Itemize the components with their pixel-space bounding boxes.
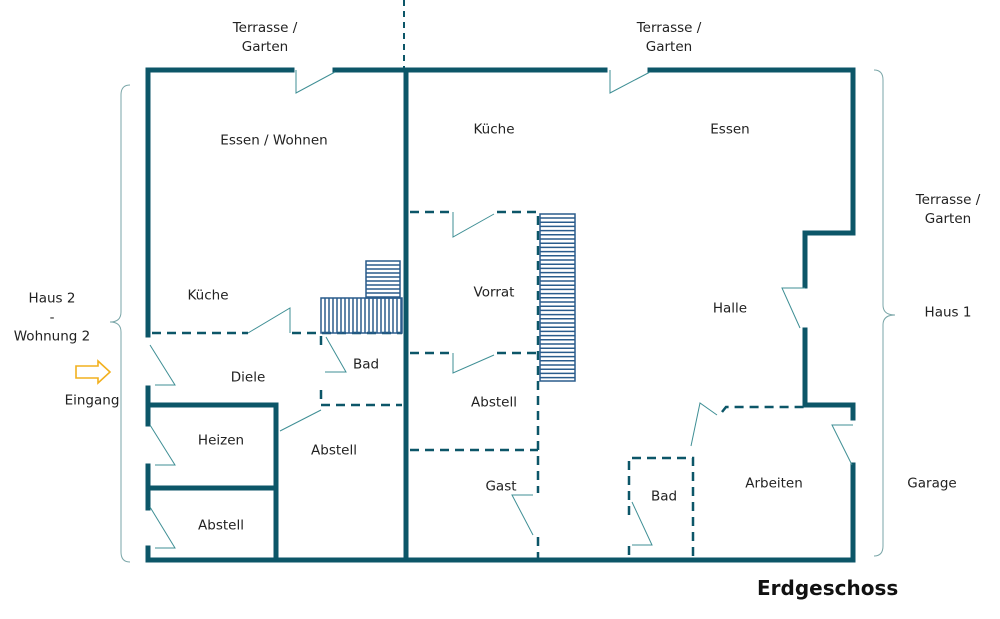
- room-bad-haus1: Bad: [650, 488, 678, 505]
- label-terrace-right: Terrasse /Garten: [915, 192, 981, 227]
- entrance-arrow-icon: [75, 359, 112, 385]
- brace-haus2: [109, 84, 131, 563]
- room-vorrat: Vorrat: [473, 284, 515, 301]
- room-essen: Essen: [710, 121, 750, 138]
- room-halle: Halle: [712, 300, 748, 317]
- stairs-haus2: [320, 260, 403, 334]
- room-essen-wohnen: Essen / Wohnen: [220, 132, 328, 149]
- label-terrace-mid: Terrasse /Garten: [636, 20, 702, 55]
- label-terrace-left: Terrasse /Garten: [232, 20, 298, 55]
- room-abstell-small: Abstell: [198, 517, 244, 534]
- floor-title: Erdgeschoss: [757, 576, 899, 600]
- label-garage: Garage: [907, 475, 957, 492]
- doors: [149, 70, 853, 549]
- room-kueche-haus1: Küche: [473, 121, 515, 138]
- room-gast: Gast: [485, 478, 517, 495]
- room-diele: Diele: [230, 369, 266, 386]
- room-kueche-haus2: Küche: [187, 287, 229, 304]
- room-abstell-large: Abstell: [311, 442, 357, 459]
- room-abstell-haus1: Abstell: [471, 394, 517, 411]
- brace-haus1: [873, 69, 896, 557]
- room-arbeiten: Arbeiten: [745, 475, 803, 492]
- room-heizen: Heizen: [197, 432, 245, 449]
- stairs-haus1: [539, 213, 576, 382]
- room-bad-haus2: Bad: [352, 356, 380, 373]
- label-haus2: Haus 2-Wohnung 2: [13, 290, 91, 345]
- label-entrance: Eingang: [64, 392, 120, 409]
- walls: [145, 67, 856, 563]
- label-haus1: Haus 1: [924, 304, 972, 321]
